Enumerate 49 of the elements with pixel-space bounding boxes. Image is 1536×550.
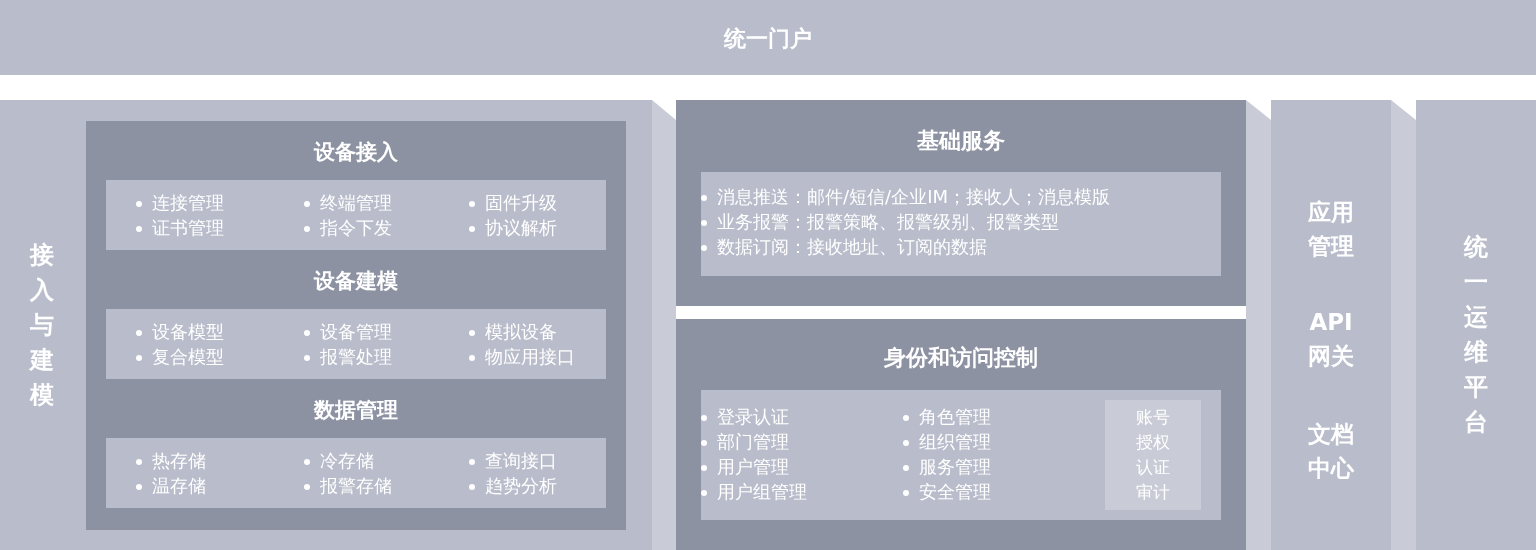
list-item: 复合模型	[152, 346, 224, 367]
list-item: 服务管理	[919, 456, 991, 477]
column-label: 应用管理	[1307, 198, 1355, 261]
list-item: 组织管理	[919, 431, 991, 452]
list-item: 安全管理	[919, 481, 991, 502]
column-label: 文档中心	[1307, 420, 1355, 483]
panel-title: 统一门户	[722, 25, 813, 53]
list-item: 趋势分析	[485, 475, 557, 496]
list-item: 登录认证	[717, 406, 789, 427]
list-item: 终端管理	[320, 192, 392, 213]
section-title: 设备建模	[312, 268, 399, 295]
panel	[701, 390, 1221, 520]
list-item: 报警处理	[320, 346, 392, 367]
list-item: 业务报警：报警策略、报警级别、报警类型	[717, 211, 1059, 232]
list-item: 用户组管理	[717, 481, 807, 502]
list-item: 指令下发	[320, 217, 392, 238]
list-item: 温存储	[152, 475, 206, 496]
panel-title: 基础服务	[916, 127, 1006, 155]
panel	[0, 0, 1536, 75]
section-title: 数据管理	[312, 397, 399, 424]
list-item: 协议解析	[485, 217, 557, 238]
list-item: 固件升级	[485, 192, 557, 213]
list-item: 用户管理	[717, 456, 789, 477]
section-title: 设备接入	[312, 139, 399, 166]
vertical-title: 统一运维平台	[1463, 232, 1489, 438]
panel-title: 身份和访问控制	[883, 344, 1039, 372]
list-item: 冷存储	[320, 450, 374, 471]
panel	[701, 172, 1221, 276]
list-item: 证书管理	[152, 217, 224, 238]
panel	[676, 100, 1246, 306]
panel	[1246, 100, 1391, 550]
column-label: API网关	[1307, 308, 1355, 371]
list-item: 数据订阅：接收地址、订阅的数据	[717, 236, 987, 257]
list-item: 查询接口	[485, 450, 557, 471]
list-item: 热存储	[152, 450, 206, 471]
list-item: 物应用接口	[485, 346, 575, 367]
vertical-title: 接入与建模	[29, 240, 55, 411]
list-item: 模拟设备	[485, 321, 557, 342]
list-item: 设备管理	[320, 321, 392, 342]
list-item: 报警存储	[320, 475, 392, 496]
list-item: 消息推送：邮件/短信/企业IM；接收人；消息模版	[717, 186, 1110, 207]
panel-background	[86, 121, 626, 530]
panel	[676, 319, 1246, 550]
list-item: 部门管理	[717, 431, 789, 452]
list-item: 设备模型	[152, 321, 224, 342]
panel	[0, 100, 676, 550]
panel	[1391, 100, 1536, 550]
list-item: 角色管理	[919, 406, 991, 427]
list-item: 连接管理	[152, 192, 224, 213]
